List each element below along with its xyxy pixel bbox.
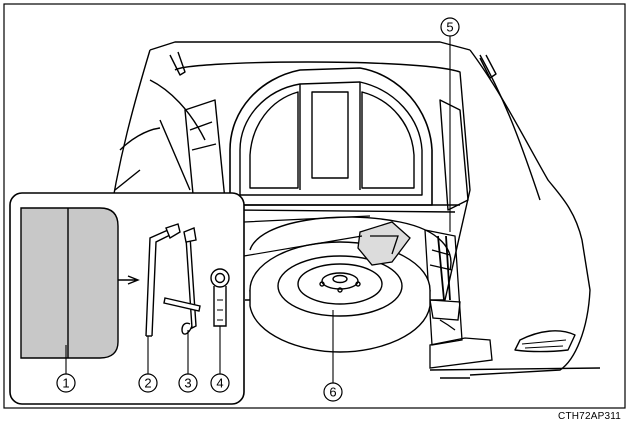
side-compartment xyxy=(429,337,493,369)
tool-container xyxy=(357,221,411,266)
svg-text:4: 4 xyxy=(216,376,223,391)
svg-text:6: 6 xyxy=(329,385,336,400)
tool-bag xyxy=(20,207,140,359)
svg-text:5: 5 xyxy=(446,20,453,35)
svg-text:1: 1 xyxy=(62,376,69,391)
callout-2: 2 xyxy=(138,373,158,393)
callout-3: 3 xyxy=(178,373,198,393)
jack-handle xyxy=(145,223,181,337)
callout-4: 4 xyxy=(210,373,230,393)
callout-1: 1 xyxy=(56,373,76,393)
spare-tire xyxy=(249,241,431,353)
callout-5: 5 xyxy=(440,17,460,37)
svg-text:2: 2 xyxy=(144,376,151,391)
callout-leaders xyxy=(65,36,451,383)
svg-text:3: 3 xyxy=(184,376,191,391)
callout-6: 6 xyxy=(323,382,343,402)
figure-code: CTH72AP311 xyxy=(558,411,621,422)
wheel-nut-wrench xyxy=(163,227,201,335)
diagram-border xyxy=(3,3,626,409)
